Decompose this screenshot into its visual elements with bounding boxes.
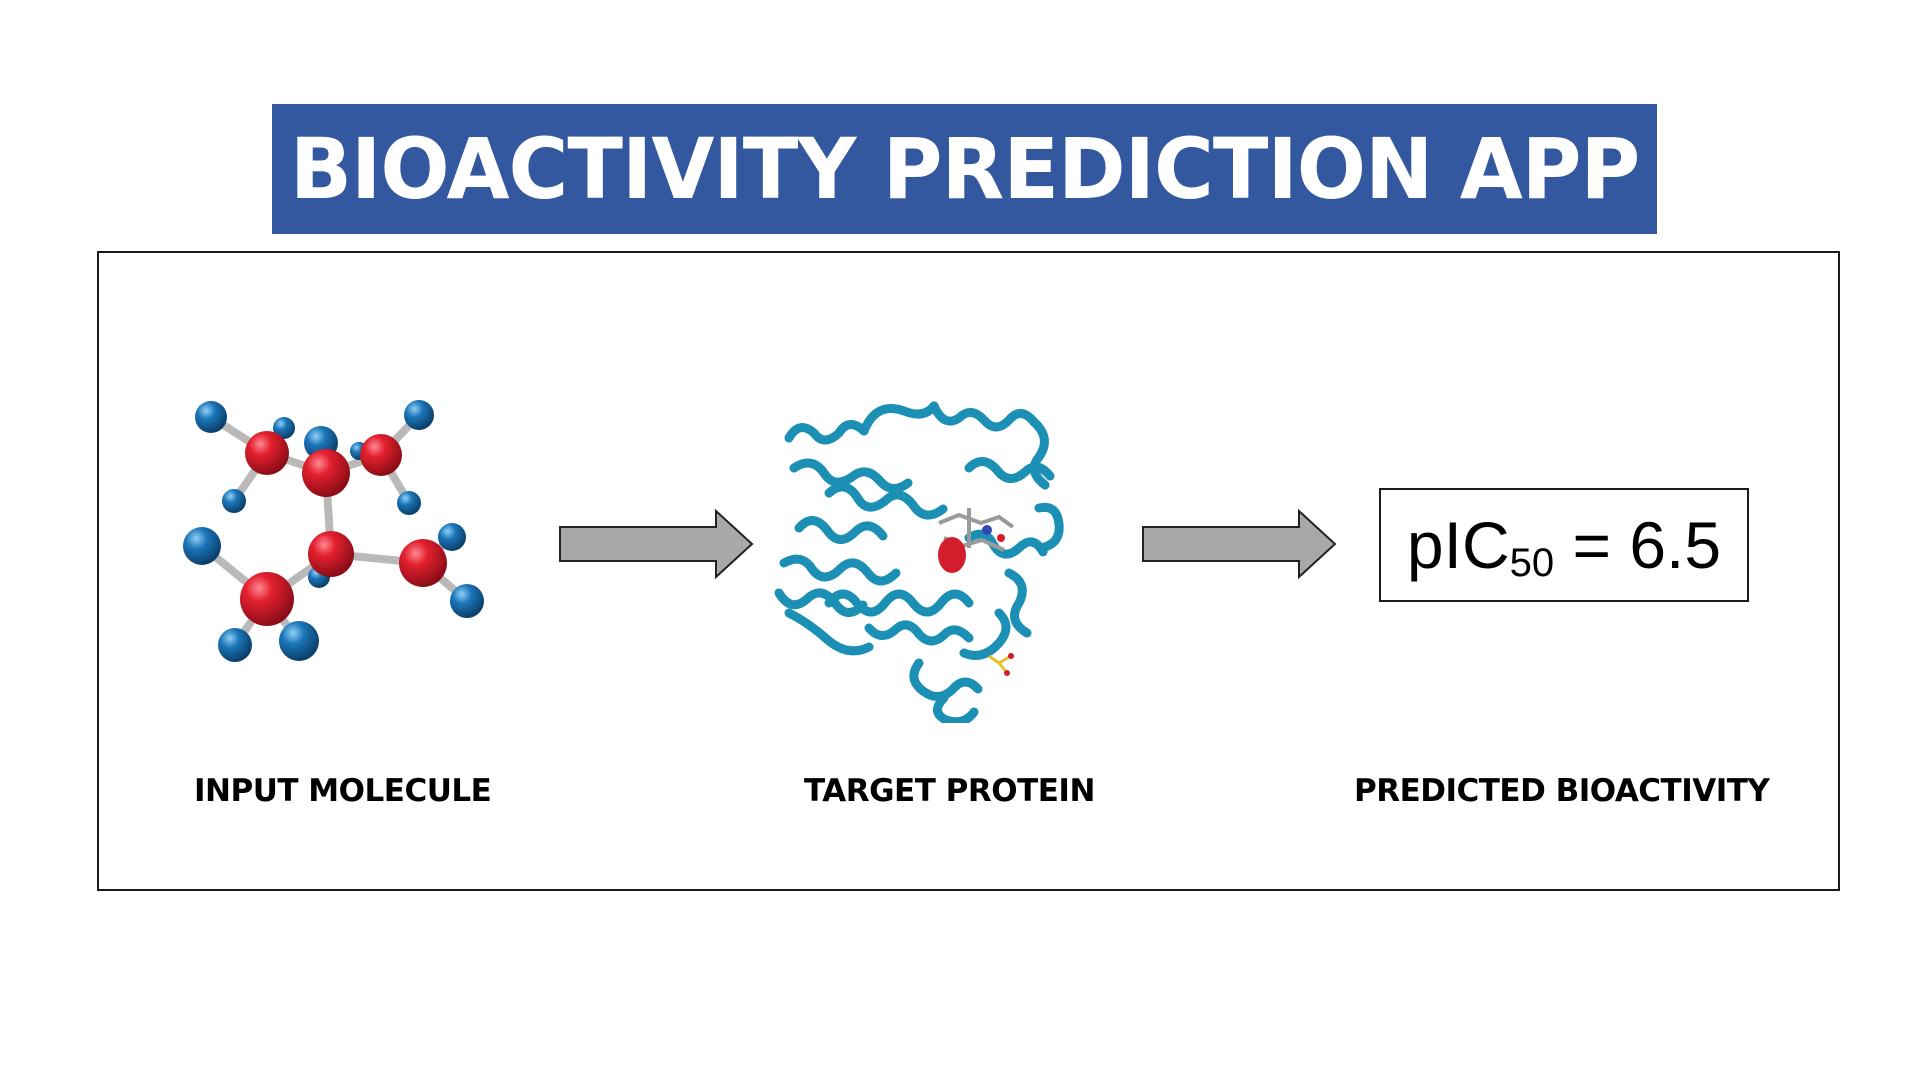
right-arrow-icon bbox=[1142, 509, 1337, 579]
result-prefix: pIC bbox=[1406, 508, 1510, 582]
result-value: = 6.5 bbox=[1554, 508, 1722, 582]
caption-input-molecule: INPUT MOLECULE bbox=[194, 773, 492, 809]
molecule-icon bbox=[183, 400, 484, 662]
title-banner: BIOACTIVITY PREDICTION APP bbox=[272, 104, 1657, 234]
result-subscript: 50 bbox=[1509, 540, 1555, 585]
right-arrow-icon bbox=[559, 509, 754, 579]
page-title: BIOACTIVITY PREDICTION APP bbox=[289, 120, 1640, 218]
caption-predicted-bioactivity: PREDICTED BIOACTIVITY bbox=[1354, 773, 1770, 809]
protein-ribbon-icon bbox=[774, 401, 1064, 723]
caption-target-protein: TARGET PROTEIN bbox=[804, 773, 1095, 809]
